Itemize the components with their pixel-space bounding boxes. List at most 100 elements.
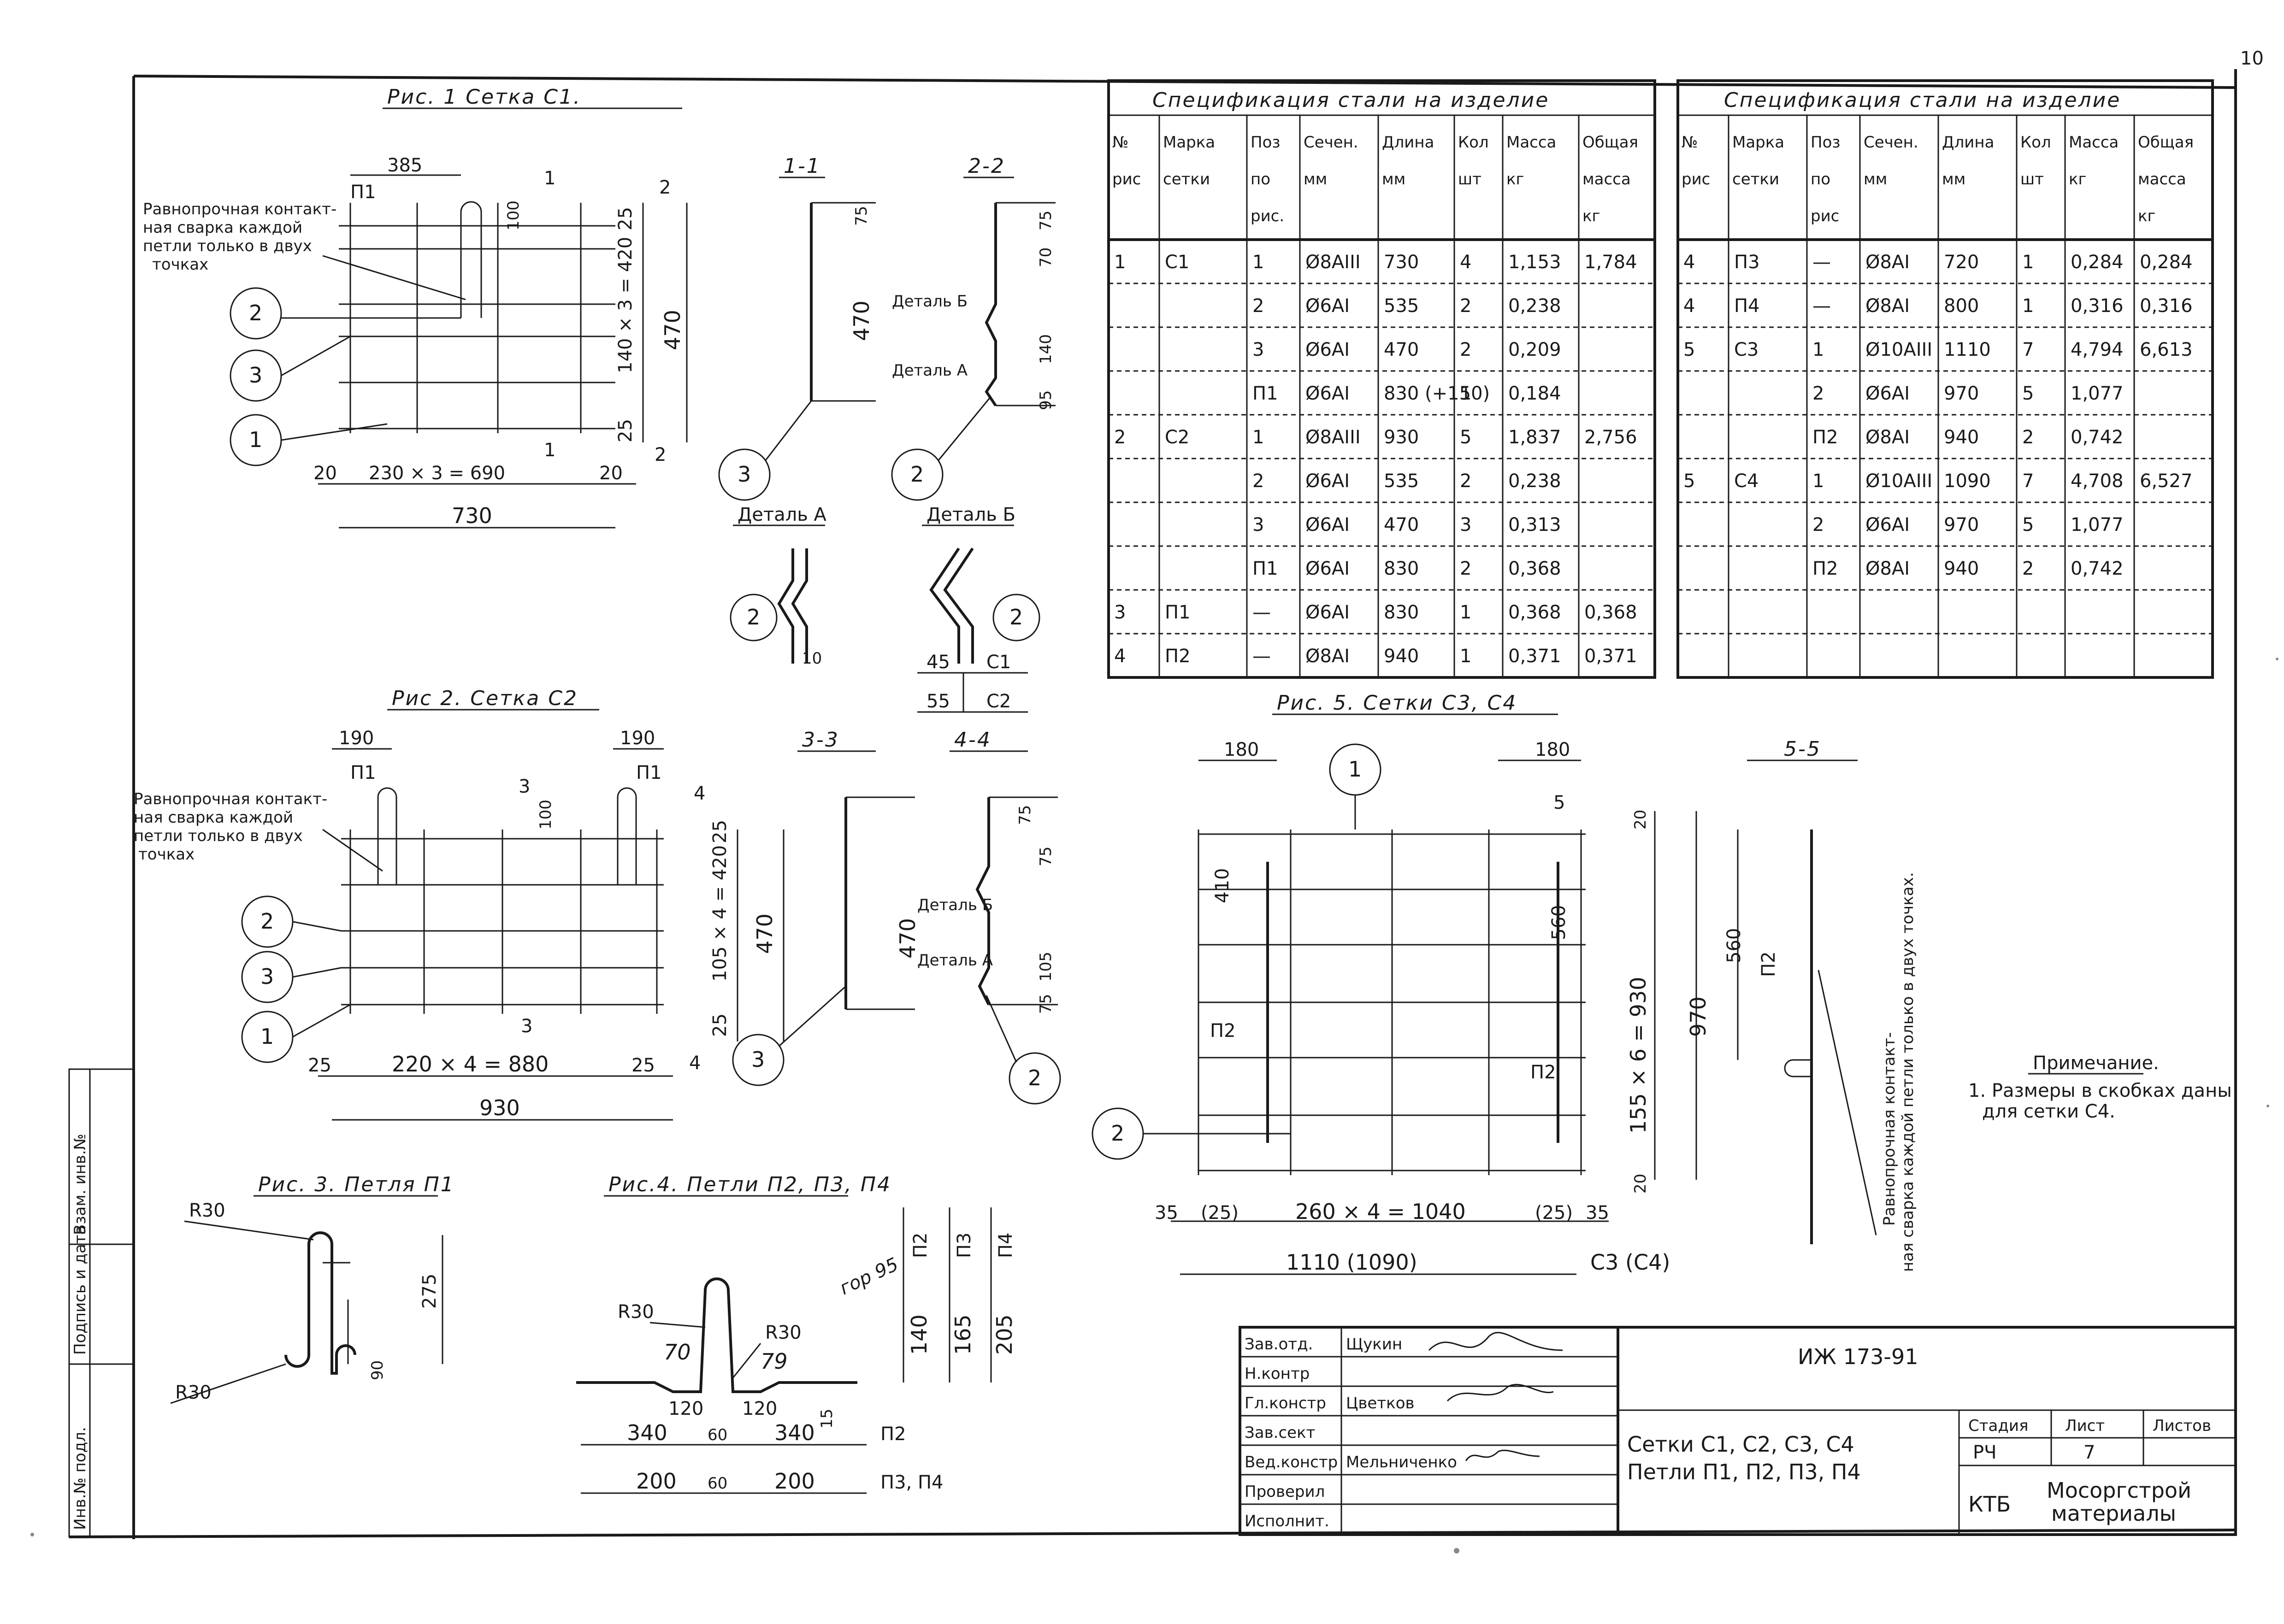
fig4-r30-b: R30 <box>765 1322 802 1343</box>
spec-right-header-7-0: Общая <box>2138 133 2194 152</box>
svg-text:2: 2 <box>910 462 924 487</box>
fig4-dim-15: 15 <box>818 1409 836 1429</box>
spec-right-cell-0-1: П3 <box>1734 252 1760 273</box>
spec-left-cell-8-3: Ø6АI <box>1305 602 1350 623</box>
detailA-dim: 10 <box>802 649 822 668</box>
fig1-note-line3: петли только в двух <box>143 237 312 255</box>
spec-left-cell-8-1: П1 <box>1165 602 1191 623</box>
spec-right-cell-1-5: 1 <box>2022 295 2034 317</box>
fig5-dim-1040: 260 × 4 = 1040 <box>1295 1199 1466 1224</box>
remark-title: Примечание. <box>2033 1053 2159 1074</box>
fig2-dim-100: 100 <box>537 800 555 830</box>
remark: Примечание. 1. Размеры в скобках даны дл… <box>1968 1053 2232 1122</box>
fig4-dim-60a: 60 <box>708 1426 727 1444</box>
spec-right-cell-2-6: 4,794 <box>2071 339 2124 360</box>
sec44-label-b: Деталь Б <box>917 896 993 914</box>
spec-left-cell-0-3: Ø8АIII <box>1305 252 1361 273</box>
tb-role-0: Зав.отд. <box>1245 1335 1313 1353</box>
spec-left-cell-5-6: 0,238 <box>1508 471 1561 492</box>
svg-text:2: 2 <box>1111 1121 1124 1146</box>
spec-right-header-6-1: кг <box>2069 170 2086 188</box>
sec55-note-1: Равнопрочная контакт- <box>1880 1032 1899 1226</box>
sec11-callout: 3 <box>718 400 812 501</box>
fig4-vlabel-p2: П2 <box>910 1232 931 1258</box>
tb-org2: Мосоргстрой <box>2047 1478 2191 1503</box>
fig5-dim-180b: 180 <box>1535 739 1570 760</box>
remark-line-1: 1. Размеры в скобках даны <box>1968 1080 2232 1101</box>
fig1-note: Равнопрочная контакт- ная сварка каждой … <box>143 200 466 300</box>
svg-text:1: 1 <box>544 168 555 189</box>
fig2-note-line4: точках <box>138 845 195 864</box>
spec-left-header-2-1: по <box>1251 170 1270 188</box>
detailB-row1-dim: 45 <box>927 652 950 673</box>
fig4-vdim-140: 140 <box>907 1314 932 1355</box>
spec-right-cell-5-3: Ø10АIII <box>1865 471 1932 492</box>
spec-right-header-4-0: Длина <box>1942 133 1994 152</box>
fig5-mesh-c3-c4: Рис. 5. Сетки С3, С4 1 180 180 5 20 410 … <box>1092 691 1711 1275</box>
fig3-dim-90: 90 <box>368 1360 387 1380</box>
tb-role-5: Проверил <box>1245 1483 1325 1501</box>
spec-right-cell-1-6: 0,316 <box>2071 295 2124 317</box>
svg-text:2: 2 <box>655 444 666 465</box>
spec-right-cell-1-7: 0,316 <box>2140 295 2193 317</box>
spec-left-cell-8-4: 830 <box>1384 602 1419 623</box>
spec-right-header-7-1: масса <box>2138 170 2186 188</box>
spec-left-cell-9-3: Ø8АI <box>1305 646 1350 667</box>
remark-line-2: для сетки С4. <box>1982 1101 2115 1122</box>
sec33-title: 3-3 <box>802 728 839 752</box>
spec-right-header-1-0: Марка <box>1732 133 1784 152</box>
fig1-dim-20a: 20 <box>313 463 337 484</box>
spec-right-header-1-1: сетки <box>1732 170 1779 188</box>
spec-left-header-4-1: мм <box>1382 170 1405 188</box>
spec-right-cell-5-6: 4,708 <box>2071 471 2124 492</box>
spec-right-cell-6-3: Ø6АI <box>1865 514 1910 535</box>
fig4-dim-200b: 200 <box>774 1469 815 1494</box>
sec44-dim-1: 75 <box>1016 805 1034 825</box>
tb-role-1: Н.контр <box>1245 1365 1310 1383</box>
spec-right-header-5-0: Кол <box>2020 133 2051 152</box>
fig4-dim-60b: 60 <box>708 1474 727 1493</box>
section-4-4: 4-4 75 75 105 75 Деталь Б Деталь А 2 <box>917 728 1061 1105</box>
tb-role-4: Вед.констр <box>1245 1453 1338 1471</box>
spec-left-cell-4-4: 930 <box>1384 427 1419 448</box>
tb-sheet: 7 <box>2083 1442 2095 1463</box>
side-stamp: Инв.№ подл. Подпись и дата Взам. инв.№ <box>68 1068 135 1538</box>
spec-right-cell-1-1: П4 <box>1734 295 1760 317</box>
sec44-callout: 2 <box>986 995 1061 1105</box>
fig1-dim-730: 730 <box>452 503 492 528</box>
spec-left-cell-7-5: 2 <box>1460 558 1471 579</box>
fig2-mesh-rods <box>341 787 664 1014</box>
svg-text:4: 4 <box>694 783 705 804</box>
fig1-callout-2: 2 <box>230 287 461 340</box>
fig5-callout-2: 2 <box>1092 1107 1291 1160</box>
fig1-dim-25b: 25 <box>615 419 636 442</box>
fig4-loops-p2-p3-p4: Рис.4. Петли П2, П3, П4 R30 R30 120 120 … <box>576 1173 1017 1494</box>
spec-left-cell-8-2: — <box>1252 602 1271 623</box>
spec-right-cell-7-6: 0,742 <box>2071 558 2124 579</box>
fig5-dim-35b: 35 <box>1586 1202 1609 1224</box>
sec22-callout: 2 <box>891 396 992 501</box>
spec-right-cell-5-1: С4 <box>1734 471 1759 492</box>
spec-right-cell-7-2: П2 <box>1812 558 1838 579</box>
fig5-dim-970: 970 <box>1686 996 1711 1037</box>
section-1-1: 1-1 75 470 3 <box>718 154 876 501</box>
fig4-vdim-165: 165 <box>950 1314 975 1355</box>
sec22-dim-1: 75 <box>1037 211 1055 230</box>
fig5-dim-20b: 20 <box>1631 1174 1650 1194</box>
fig4-dim-120a: 120 <box>668 1398 703 1419</box>
sec55-loop: П2 <box>1758 951 1779 977</box>
fig1-title: Рис. 1 Сетка С1. <box>387 85 581 109</box>
svg-text:3: 3 <box>751 1047 765 1072</box>
svg-text:4: 4 <box>689 1053 701 1074</box>
spec-right-cell-2-7: 6,613 <box>2140 339 2193 360</box>
spec-left-header-1-1: сетки <box>1163 170 1210 188</box>
spec-left-cell-4-6: 1,837 <box>1508 427 1561 448</box>
sec44-title: 4-4 <box>954 728 992 752</box>
spec-right-header-2-1: по <box>1811 170 1830 188</box>
fig4-dim-120b: 120 <box>742 1398 777 1419</box>
svg-text:3: 3 <box>738 462 751 487</box>
detail-a: Деталь А 2 10 <box>730 504 827 668</box>
sec22-title: 2-2 <box>968 154 1005 178</box>
fig1-dim-420: 140 × 3 = 420 <box>615 237 636 373</box>
tb-role-2: Гл.констр <box>1245 1394 1326 1412</box>
